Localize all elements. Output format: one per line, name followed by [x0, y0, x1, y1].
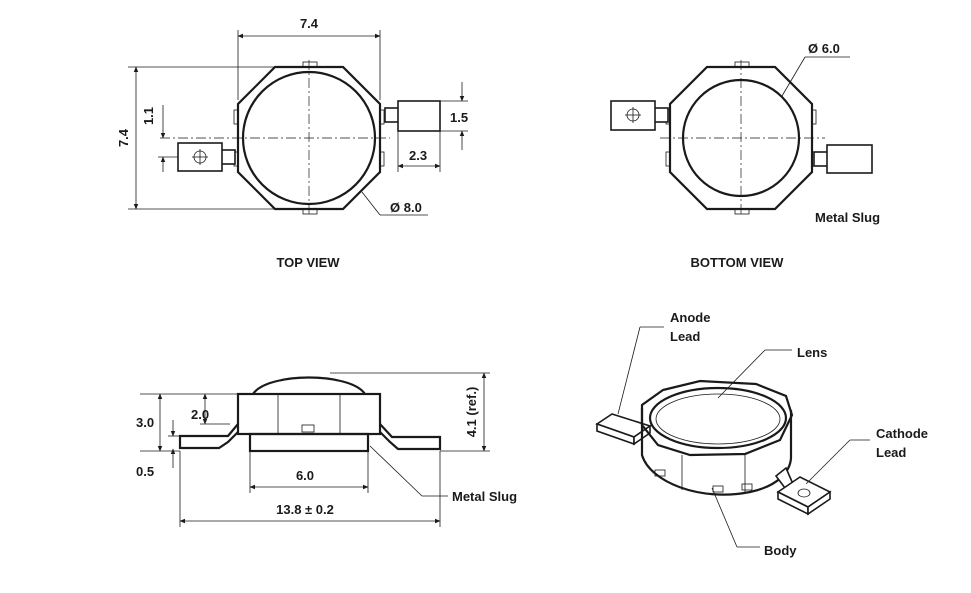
iso-cathode-label-line2: Lead: [876, 445, 906, 460]
side-view-lens-dome: [252, 376, 366, 395]
top-view-width-dim: 7.4: [300, 16, 319, 31]
bottom-view-right-lead: [826, 144, 873, 174]
side-view-lead-thickness-dim: 0.5: [136, 464, 154, 479]
bottom-view: Ø 6.0 Metal Slug BOTTOM VIEW: [610, 41, 880, 270]
iso-body-top: [640, 379, 794, 457]
side-view-total-height-dim: 3.0: [136, 415, 154, 430]
iso-body-wall: [640, 408, 793, 496]
bottom-view-caption: BOTTOM VIEW: [691, 255, 785, 270]
top-view-caption: TOP VIEW: [276, 255, 340, 270]
side-view-slug-width-dim: 6.0: [296, 468, 314, 483]
iso-lens-label: Lens: [797, 345, 827, 360]
iso-lens-outer: [648, 386, 788, 450]
side-view-body-height-dim: 2.0: [191, 407, 209, 422]
side-view-ref-height-dim: 4.1 (ref.): [464, 387, 479, 438]
iso-cathode-label-line1: Cathode: [876, 426, 928, 441]
side-view-body: [236, 392, 382, 436]
side-view-slug-label: Metal Slug: [452, 489, 517, 504]
top-view-height-dim: 7.4: [116, 128, 131, 147]
iso-body-label: Body: [764, 543, 797, 558]
top-view-body-outline: [236, 65, 382, 211]
iso-lens-inner: [655, 393, 781, 445]
side-view-slug: [248, 432, 370, 453]
bottom-view-slug-label: Metal Slug: [815, 210, 880, 225]
bottom-view-diameter-dim: Ø 6.0: [808, 41, 840, 56]
side-view-right-lead: [379, 423, 442, 451]
iso-anode-label-line2: Lead: [670, 329, 700, 344]
top-view-anode-lead: [397, 100, 441, 132]
top-view-offset-dim: 1.1: [141, 107, 156, 125]
top-view: 7.4 7.4 1.1 1.5 2.3 Ø 8.0 TOP VIEW: [116, 16, 468, 270]
iso-anode-label-line1: Anode: [670, 310, 710, 325]
top-view-lead-width-dim: 1.5: [450, 110, 468, 125]
bottom-view-body-outline: [668, 65, 814, 211]
top-view-lead-length-dim: 2.3: [409, 148, 427, 163]
iso-view: Anode Lead Lens Cathode Lead Body: [595, 310, 928, 558]
side-view-overall-length-dim: 13.8 ± 0.2: [276, 502, 334, 517]
side-view: 3.0 2.0 0.5 4.1 (ref.) 6.0 13.8 ± 0.2 Me…: [136, 372, 517, 527]
top-view-diameter-dim: Ø 8.0: [390, 200, 422, 215]
side-view-left-lead: [178, 423, 239, 450]
